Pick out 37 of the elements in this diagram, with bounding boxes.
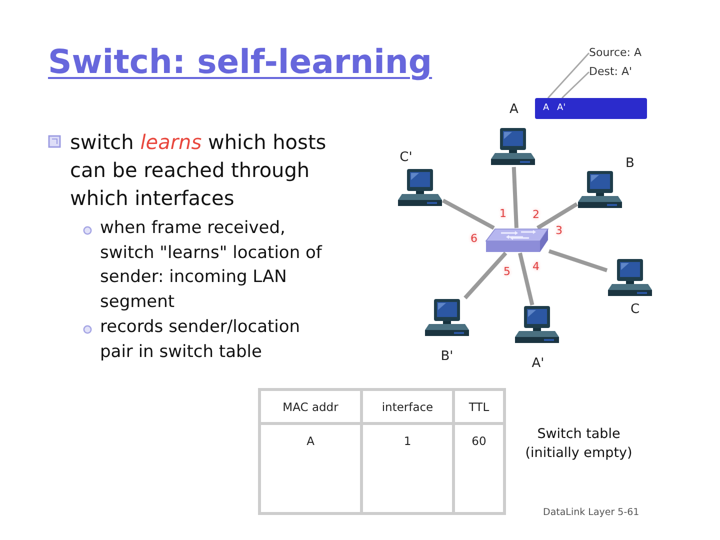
link-line (518, 252, 534, 306)
interface-number: 3 (556, 225, 562, 237)
footer-text: DataLink Layer 5-61 (543, 507, 640, 519)
host-label: B' (440, 349, 454, 365)
table-cell: 1 (362, 424, 454, 514)
host-label: B (624, 156, 636, 172)
host-label: C' (398, 150, 414, 166)
link-line (536, 202, 578, 230)
address-text: A' (557, 103, 566, 114)
bullet-text: switch learns which hosts can be reached through which interfaces (70, 129, 328, 212)
link-line (442, 198, 495, 230)
bullet-text: records sender/location pair in switch table (100, 316, 302, 364)
table-cell: 60 (454, 424, 504, 514)
interface-number: 5 (504, 266, 510, 278)
column-header: interface (362, 390, 454, 424)
host-label: A (508, 102, 520, 118)
interface-number: 1 (500, 208, 506, 220)
column-header: TTL (454, 390, 504, 424)
frame-bar (535, 98, 647, 119)
interface-number: 4 (532, 261, 540, 273)
table-cell: A (260, 424, 362, 514)
host-label: A' (530, 356, 546, 372)
link-line (548, 249, 608, 272)
host-label: C (629, 302, 641, 318)
leader-line (561, 71, 590, 99)
callout-label: Dest: A' (589, 64, 632, 79)
network-switch-icon (485, 228, 549, 253)
column-header: MAC addr (260, 390, 362, 424)
leader-line (547, 52, 590, 98)
interface-number: 2 (532, 209, 540, 221)
table-caption: Switch table (initially empty) (524, 425, 634, 463)
slide-title: Switch: self-learning (48, 41, 432, 83)
interface-number: 6 (470, 233, 478, 245)
link-line (512, 166, 518, 228)
address-text: A (543, 103, 550, 114)
callout-label: Source: A (589, 45, 642, 60)
link-line (464, 252, 508, 300)
